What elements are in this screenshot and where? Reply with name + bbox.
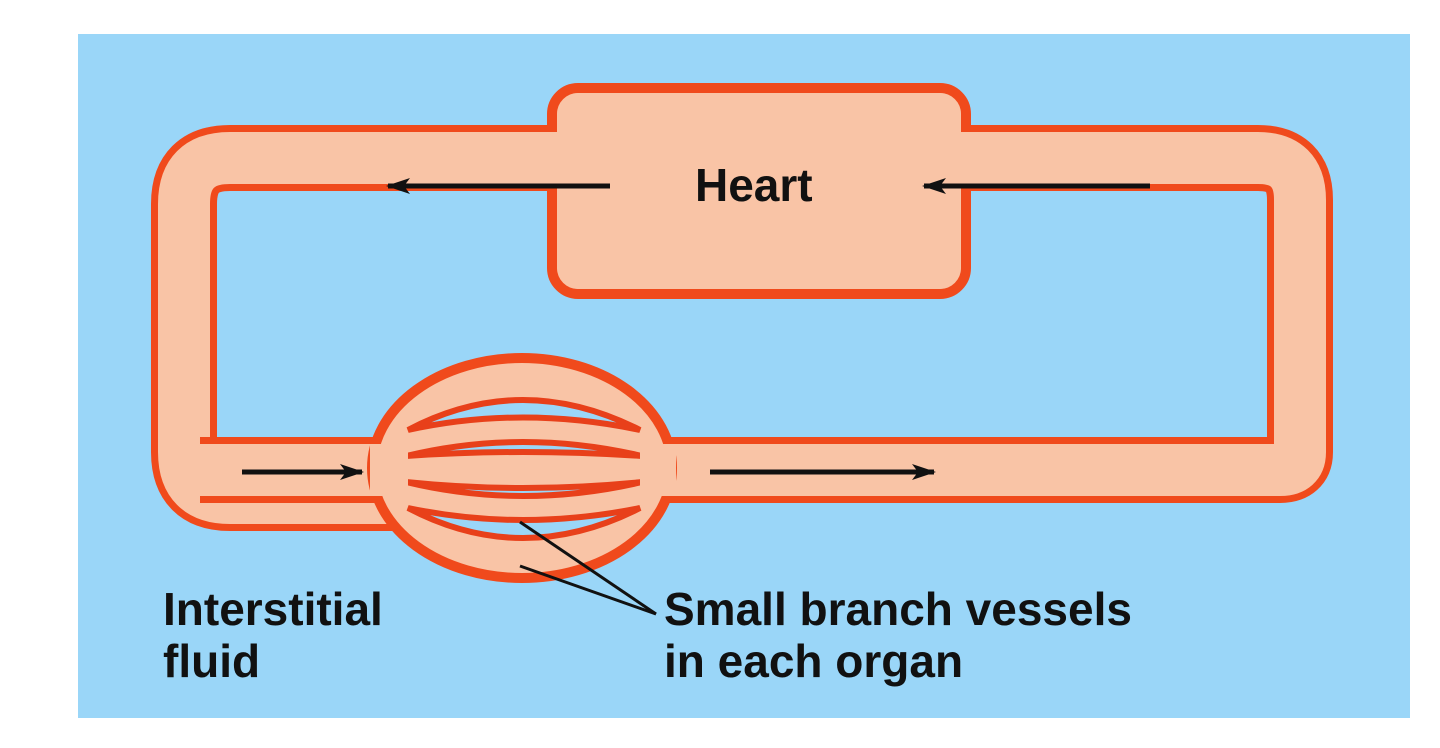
leader-line-lower: [519, 564, 657, 616]
interstitial-label-line-1: Interstitial: [163, 583, 383, 635]
interstitial-fluid-label: Interstitial fluid: [163, 583, 383, 687]
heart-label: Heart: [695, 159, 813, 212]
vessel-loop: [151, 83, 1333, 531]
small-branch-vessels-label: Small branch vessels in each organ: [664, 583, 1132, 687]
organ-capillary-bed: [367, 353, 677, 583]
branch-gap-1: [406, 397, 642, 433]
flow-arrows: [242, 178, 1150, 480]
branch-label-line-2: in each organ: [664, 634, 964, 687]
branch-label-leaders: [519, 520, 657, 616]
organ-branch-vessels: [367, 353, 677, 583]
heart-label-text: Heart: [695, 159, 813, 211]
branch-label-line-1: Small branch vessels: [664, 583, 1132, 635]
interstitial-label-line-2: fluid: [163, 634, 261, 687]
leader-line-upper: [519, 520, 657, 616]
